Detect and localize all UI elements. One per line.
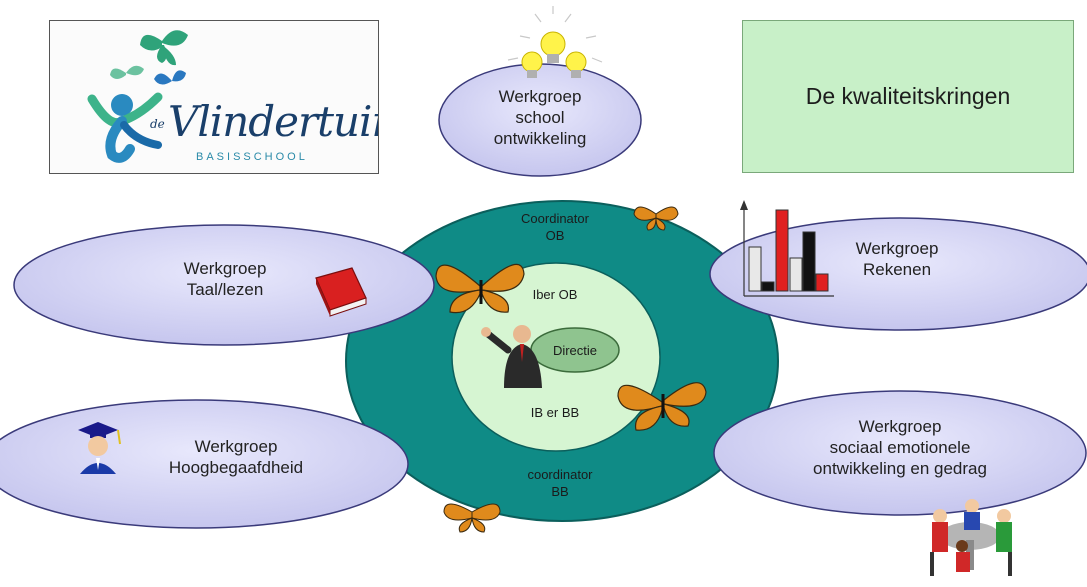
logo-wordmark: Vlindertuin xyxy=(168,97,379,146)
ellipse-taal xyxy=(13,224,435,346)
label-sociaal-line2: sociaal emotionele xyxy=(829,438,971,457)
label-hoogbegaafd-line2: Hoogbegaafdheid xyxy=(168,458,304,477)
bar-chart-icon xyxy=(740,200,834,297)
butterfly-small-icon xyxy=(443,503,501,533)
label-rekenen-line1: Werkgroep xyxy=(855,239,939,258)
label-coordinator-bb-line2: BB xyxy=(551,484,569,499)
label-rekenen: Werkgroep Rekenen xyxy=(832,238,962,280)
ellipse-sociaal xyxy=(713,390,1087,516)
label-coordinator-ob-line2: OB xyxy=(545,228,565,243)
label-directie: Directie xyxy=(552,343,598,358)
school-logo: de Vlindertuin BASISSCHOOL xyxy=(49,20,379,174)
graduate-icon xyxy=(78,422,121,474)
label-school-line3: ontwikkeling xyxy=(493,129,587,148)
label-hoogbegaafd-line1: Werkgroep xyxy=(194,437,278,456)
logo-subtitle: BASISSCHOOL xyxy=(196,151,308,163)
butterfly-icon xyxy=(140,30,188,66)
butterfly-blue-icon xyxy=(154,70,186,85)
meeting-icon xyxy=(930,499,1012,576)
label-sociaal-line1: Werkgroep xyxy=(858,417,942,436)
label-taal: Werkgroep Taal/lezen xyxy=(150,258,300,300)
label-school-line2: school xyxy=(515,108,565,127)
title-box: De kwaliteitskringen xyxy=(742,20,1074,173)
label-hoogbegaafd: Werkgroep Hoogbegaafdheid xyxy=(136,436,336,478)
butterfly-icon xyxy=(435,263,525,314)
label-sociaal: Werkgroep sociaal emotionele ontwikkelin… xyxy=(780,416,1020,479)
child-figure-icon xyxy=(87,92,163,163)
logo-prefix: de xyxy=(150,117,165,131)
label-coordinator-bb-line1: coordinator xyxy=(527,467,593,482)
director-figure-icon xyxy=(481,325,542,388)
butterfly-icon xyxy=(617,382,707,431)
label-taal-line2: Taal/lezen xyxy=(186,280,264,299)
label-coordinator-ob: Coordinator OB xyxy=(500,210,610,244)
butterfly-small-icon xyxy=(110,65,144,79)
label-sociaal-line3: ontwikkeling en gedrag xyxy=(813,459,987,478)
page-title: De kwaliteitskringen xyxy=(805,83,1011,109)
label-iber-ob: Iber OB xyxy=(532,287,578,302)
label-school: Werkgroep school ontwikkeling xyxy=(470,86,610,149)
book-icon xyxy=(315,267,367,317)
label-ib-er-bb: IB er BB xyxy=(530,405,580,420)
label-coordinator-ob-line1: Coordinator xyxy=(521,211,589,226)
lightbulb-icon xyxy=(507,6,603,78)
label-coordinator-bb: coordinator BB xyxy=(505,466,615,500)
label-rekenen-line2: Rekenen xyxy=(862,260,932,279)
butterfly-small-icon xyxy=(633,206,679,231)
logo-graphic xyxy=(87,30,188,163)
label-school-line1: Werkgroep xyxy=(498,87,582,106)
label-taal-line1: Werkgroep xyxy=(183,259,267,278)
